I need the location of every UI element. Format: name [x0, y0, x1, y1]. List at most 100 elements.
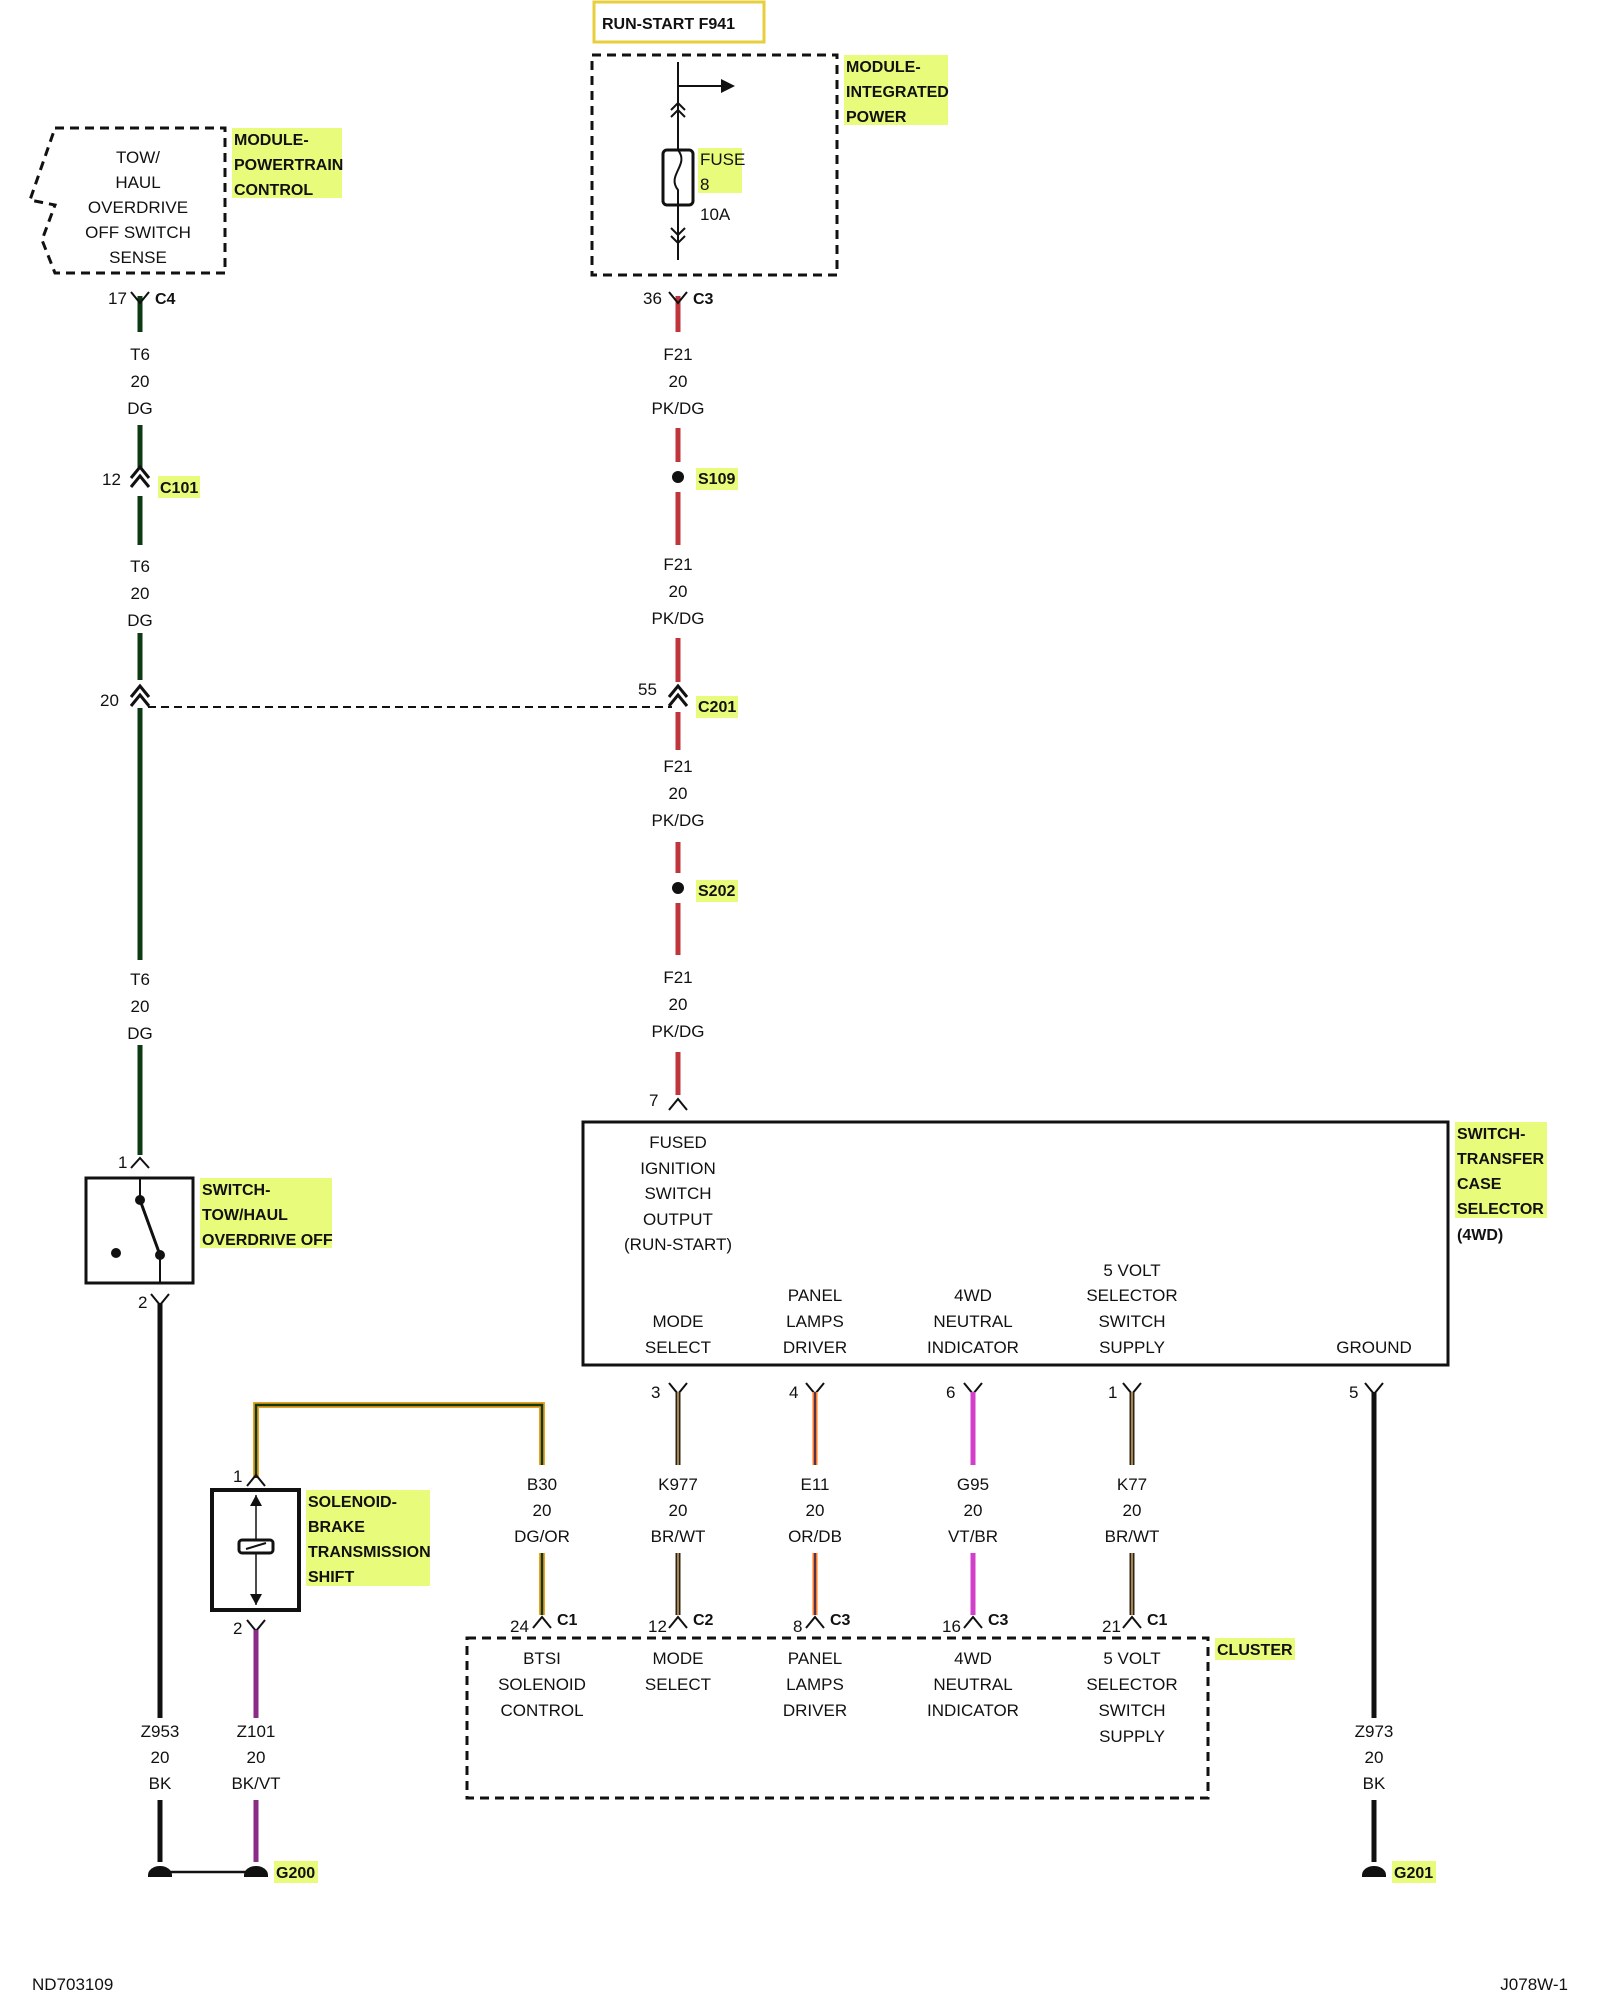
tow-switch-label: SWITCH- TOW/HAUL OVERDRIVE OFF — [202, 1182, 333, 1249]
svg-text:TRANSFER: TRANSFER — [1457, 1151, 1545, 1168]
footer-left-code: ND703109 — [32, 1975, 113, 1994]
cluster-highlight — [1215, 1638, 1295, 1660]
svg-text:SWITCH: SWITCH — [1098, 1312, 1165, 1331]
s202-label: S202 — [698, 883, 735, 900]
svg-text:SWITCH: SWITCH — [1098, 1701, 1165, 1720]
g201-highlight — [1392, 1861, 1436, 1883]
solenoid-arrow-down — [250, 1594, 262, 1605]
cluster-function-mode: MODE SELECT — [645, 1649, 711, 1694]
fuse-label-highlight — [698, 148, 742, 193]
b30-wire — [253, 1402, 545, 1615]
ipm-connector-mark-bottom2 — [670, 235, 686, 245]
svg-text:HAUL: HAUL — [115, 173, 160, 192]
footer-right-code: J078W-1 — [1500, 1975, 1568, 1994]
svg-text:SWITCH-: SWITCH- — [202, 1182, 270, 1199]
c201-left-connector-mark2 — [129, 692, 151, 707]
run-start-label-box — [592, 0, 766, 44]
svg-text:T6: T6 — [130, 970, 150, 989]
svg-text:20: 20 — [964, 1501, 983, 1520]
svg-text:FUSED: FUSED — [649, 1133, 707, 1152]
svg-text:LAMPS: LAMPS — [786, 1675, 844, 1694]
svg-text:20: 20 — [1123, 1501, 1142, 1520]
svg-text:20: 20 — [1365, 1748, 1384, 1767]
cluster-label: CLUSTER — [1217, 1642, 1293, 1659]
svg-text:SELECTOR: SELECTOR — [1086, 1675, 1177, 1694]
tc-pin-panel-lamps: 4 — [789, 1383, 798, 1402]
svg-text:DRIVER: DRIVER — [783, 1338, 847, 1357]
cluster-function-btsi: BTSI SOLENOID CONTROL — [498, 1649, 586, 1720]
svg-text:OVERDRIVE: OVERDRIVE — [88, 198, 188, 217]
c201-highlight — [696, 696, 738, 718]
fuse-label: FUSE — [700, 150, 745, 169]
c3-ipm-label: C3 — [693, 291, 714, 308]
e11-wire-label: E11 20 OR/DB — [788, 1475, 842, 1546]
c201-connector-mark — [667, 683, 689, 698]
pcm-function-text: TOW/ HAUL OVERDRIVE OFF SWITCH SENSE — [85, 148, 191, 267]
svg-text:SELECTOR: SELECTOR — [1457, 1201, 1544, 1218]
svg-text:MODULE-: MODULE- — [846, 59, 921, 76]
c201-label: C201 — [698, 699, 736, 716]
svg-text:DRIVER: DRIVER — [783, 1701, 847, 1720]
s109-highlight — [696, 468, 738, 490]
cluster-pin-btsi: 24 — [510, 1617, 529, 1636]
t6-wire-label-b: T6 20 DG — [127, 557, 153, 630]
c201-left-connector-mark — [129, 683, 151, 698]
t6-wire-label-a: T6 20 DG — [127, 345, 153, 418]
s109-splice — [672, 471, 684, 483]
b30-wire-label: B30 20 DG/OR — [514, 1475, 570, 1546]
g200-ground-icon — [148, 1866, 268, 1877]
tow-switch-contact-b — [111, 1248, 121, 1258]
svg-text:CASE: CASE — [1457, 1176, 1502, 1193]
svg-text:20: 20 — [131, 372, 150, 391]
cluster-conn-mode: C2 — [693, 1612, 714, 1629]
cluster-pin-4wd: 16 — [942, 1617, 961, 1636]
c201-connector-mark2 — [667, 692, 689, 707]
g201-ground-icon — [1362, 1866, 1386, 1877]
ipm-label-highlight — [844, 55, 948, 125]
svg-text:PK/DG: PK/DG — [652, 399, 705, 418]
svg-text:BK: BK — [149, 1774, 172, 1793]
tc-output-pin-marks — [668, 1382, 1384, 1396]
svg-text:CONTROL: CONTROL — [500, 1701, 583, 1720]
svg-text:5 VOLT: 5 VOLT — [1103, 1261, 1160, 1280]
svg-text:20: 20 — [669, 372, 688, 391]
svg-text:DG: DG — [127, 1024, 153, 1043]
g200-label: G200 — [276, 1865, 315, 1882]
svg-text:PK/DG: PK/DG — [652, 811, 705, 830]
tc-pin7: 7 — [649, 1091, 658, 1110]
svg-text:OUTPUT: OUTPUT — [643, 1210, 713, 1229]
c201-pin: 55 — [638, 680, 657, 699]
svg-text:5 VOLT: 5 VOLT — [1103, 1649, 1160, 1668]
c101-connector-mark2 — [129, 473, 151, 488]
svg-text:20: 20 — [669, 995, 688, 1014]
svg-text:VT/BR: VT/BR — [948, 1527, 998, 1546]
pcm-module-outline — [28, 126, 227, 275]
svg-text:DG: DG — [127, 399, 153, 418]
tc-pin-ground: 5 — [1349, 1383, 1358, 1402]
svg-text:K77: K77 — [1117, 1475, 1147, 1494]
c4-pin: 17 — [108, 289, 127, 308]
c101-highlight — [158, 476, 200, 498]
svg-text:SWITCH: SWITCH — [644, 1184, 711, 1203]
svg-text:SWITCH-: SWITCH- — [1457, 1126, 1525, 1143]
tow-switch-pin1-mark — [130, 1156, 150, 1169]
f21-wire-label-a: F21 20 PK/DG — [652, 345, 705, 418]
svg-text:20: 20 — [669, 582, 688, 601]
svg-text:BK: BK — [1363, 1774, 1386, 1793]
solenoid-arrow-up — [250, 1495, 262, 1506]
svg-text:DG/OR: DG/OR — [514, 1527, 570, 1546]
svg-text:B30: B30 — [527, 1475, 557, 1494]
g200-highlight — [274, 1861, 318, 1883]
svg-text:F21: F21 — [663, 345, 692, 364]
tow-switch-pin1: 1 — [118, 1153, 127, 1172]
svg-text:Z953: Z953 — [141, 1722, 180, 1741]
svg-text:POWER: POWER — [846, 109, 907, 126]
svg-text:20: 20 — [247, 1748, 266, 1767]
ipm-connector-mark-top2 — [670, 108, 686, 118]
cluster-function-panel: PANEL LAMPS DRIVER — [783, 1649, 847, 1720]
svg-text:MODULE-: MODULE- — [234, 132, 309, 149]
svg-text:PANEL: PANEL — [788, 1286, 843, 1305]
g201-label: G201 — [1394, 1865, 1433, 1882]
svg-text:BTSI: BTSI — [523, 1649, 561, 1668]
c3-ipm-pin: 36 — [643, 289, 662, 308]
